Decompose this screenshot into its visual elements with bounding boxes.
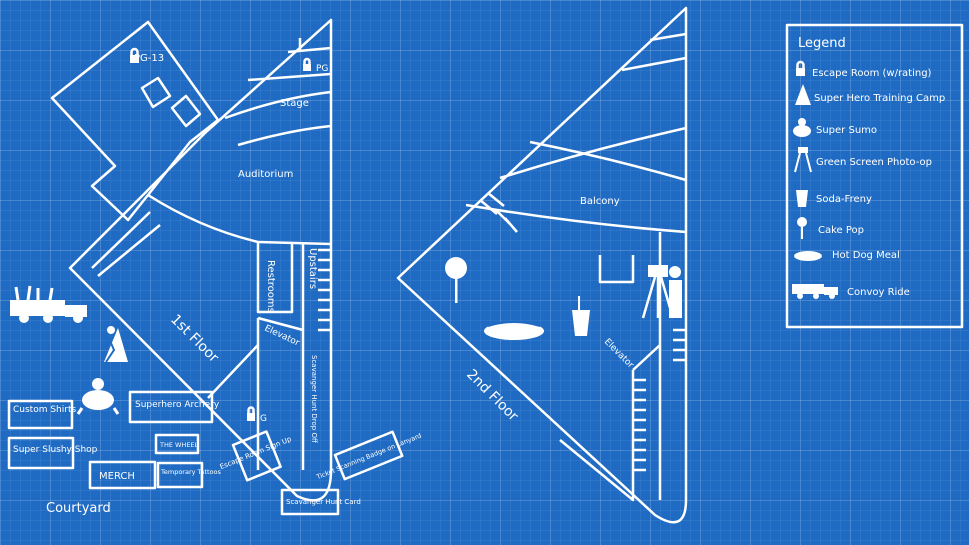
second-floor-plan	[396, 6, 688, 524]
hot-dog-icon	[794, 251, 822, 261]
merch-label: MERCH	[99, 471, 135, 482]
lock-icon	[796, 60, 805, 76]
balcony-label: Balcony	[580, 196, 620, 207]
corridor-lines	[91, 211, 161, 277]
sumo-icon	[76, 378, 120, 415]
camera-tripod-icon	[794, 147, 812, 173]
first-floor-label: 1st Floor	[167, 312, 222, 367]
the-wheel-booth[interactable]: THE WHEEL	[154, 433, 200, 455]
stage-boundary	[224, 72, 332, 147]
super-slushy-booth[interactable]: Super Slushy Shop	[7, 436, 98, 470]
lower-room	[207, 344, 259, 399]
second-floor-partitions	[559, 232, 662, 502]
second-floor-outline	[396, 6, 688, 524]
super-slushy-label: Super Slushy Shop	[13, 445, 98, 455]
legend-panel: Legend Escape Room (w/rating) Super Hero…	[785, 23, 964, 329]
lock-icon	[247, 406, 255, 421]
cake-pop-icon	[445, 257, 467, 303]
scavenger-card-sign: Scavanger Hunt Card	[280, 488, 361, 516]
first-floor-outline	[68, 18, 333, 502]
elevator-1-shaft	[256, 316, 304, 470]
custom-shirts-booth[interactable]: Custom Shirts	[7, 399, 76, 430]
scavenger-card-label: Scavanger Hunt Card	[286, 498, 361, 506]
legend-item-label: Soda-Freny	[816, 194, 872, 205]
convoy-truck-icon	[10, 285, 87, 323]
stairs-2	[633, 328, 686, 472]
auditorium-label: Auditorium	[238, 169, 293, 180]
restroom-block	[256, 242, 305, 470]
temporary-tattoos-booth[interactable]: Temporary Tattoos	[156, 461, 221, 489]
superhero-archery-label: Superhero Archery	[135, 400, 220, 410]
soda-icon	[796, 190, 808, 207]
balcony-steps	[479, 192, 518, 233]
stairs-1	[318, 248, 331, 332]
courtyard-label: Courtyard	[46, 501, 111, 516]
balcony-boundary	[465, 126, 687, 234]
cake-pop-icon	[797, 217, 807, 239]
pg13-inner-room	[140, 76, 202, 128]
legend-item-label: Super Hero Training Camp	[814, 93, 945, 104]
ticket-scanning-sign: Ticket Scanning Badge on Lanyard	[314, 430, 423, 482]
upstairs-label: Upstairs	[307, 248, 318, 289]
second-floor-label: 2nd Floor	[463, 367, 521, 425]
temporary-tattoos-label: Temporary Tattoos	[160, 468, 221, 476]
legend-item-label: Super Sumo	[816, 125, 877, 136]
the-wheel-label: THE WHEEL	[159, 441, 199, 449]
soda-icon	[572, 296, 590, 336]
first-floor-plan	[50, 18, 333, 502]
merch-booth[interactable]: MERCH	[88, 460, 157, 490]
legend-item-label: Cake Pop	[818, 225, 864, 236]
pg-room	[287, 38, 332, 54]
lock-icon	[130, 47, 139, 63]
pg-label: PG	[316, 64, 328, 74]
auditorium-boundary	[147, 193, 332, 246]
convoy-truck-icon	[792, 284, 838, 299]
climber-icon	[104, 326, 128, 363]
climber-icon	[795, 84, 811, 105]
restrooms-label: Restrooms	[265, 260, 276, 313]
superhero-archery-booth[interactable]: Superhero Archery	[128, 390, 220, 424]
pg13-label: PG-13	[134, 53, 164, 64]
hot-dog-icon	[484, 321, 544, 340]
legend-title: Legend	[798, 36, 846, 51]
camera-tripod-icon	[641, 265, 682, 319]
pg13-wing	[50, 20, 220, 222]
lock-icon	[303, 57, 311, 71]
legend-item-label: Convoy Ride	[847, 287, 910, 298]
elevator-2-label: Elevator	[602, 337, 636, 371]
g-label: G	[260, 414, 267, 424]
custom-shirts-label: Custom Shirts	[13, 405, 76, 415]
legend-item-label: Hot Dog Meal	[832, 250, 900, 261]
legend-item-label: Escape Room (w/rating)	[812, 68, 932, 79]
top-lines	[621, 32, 687, 72]
legend-item-label: Green Screen Photo-op	[816, 157, 932, 168]
escape-signup-label: Escape Room Sign Up	[219, 435, 293, 471]
sumo-icon	[793, 118, 811, 137]
scavenger-drop-label: Scavanger Hunt Drop Off	[310, 355, 318, 443]
stage-label: Stage	[280, 98, 309, 109]
